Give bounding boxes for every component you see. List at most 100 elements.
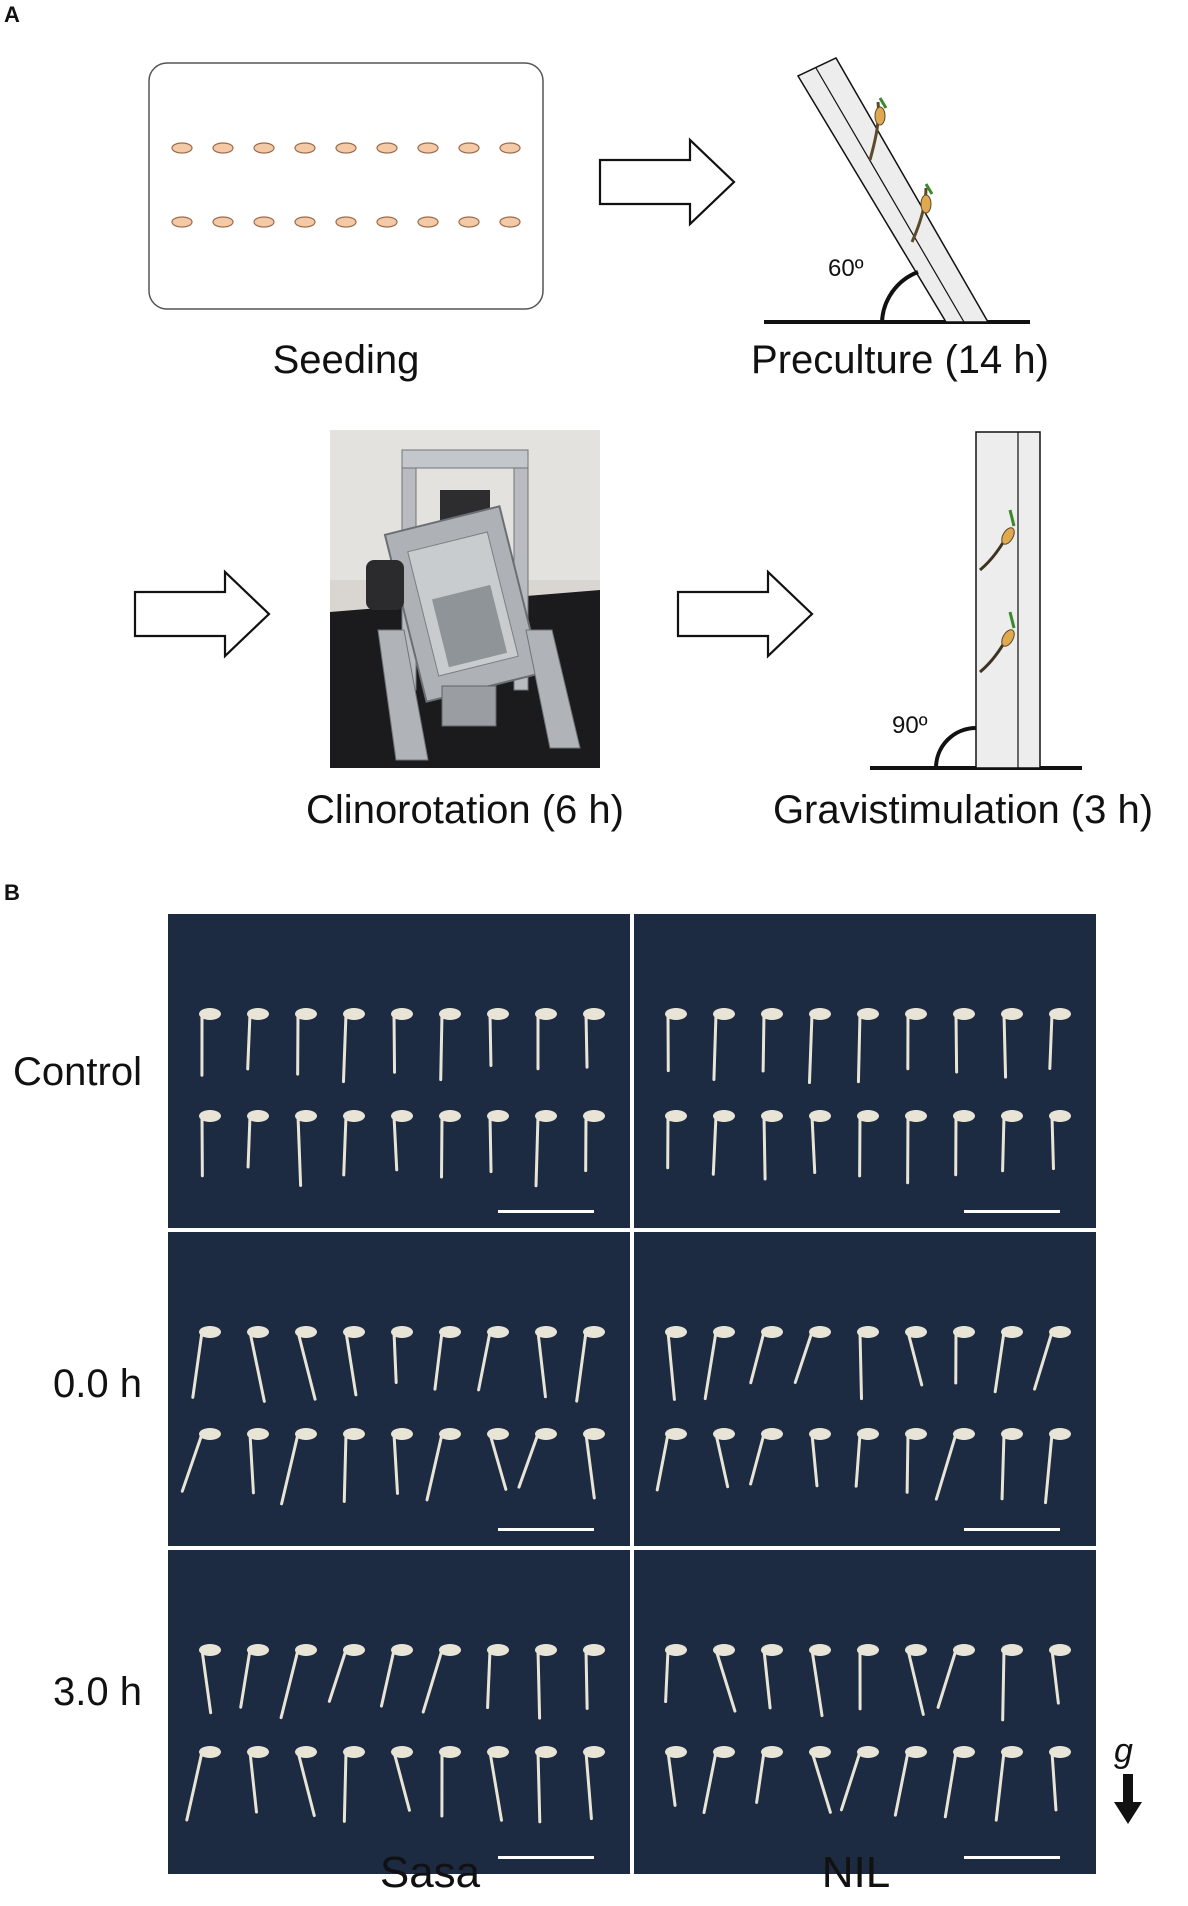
seedling-root xyxy=(1000,1432,1006,1501)
photo-control-sasa xyxy=(168,914,630,1228)
seed xyxy=(335,216,357,228)
seedling-root xyxy=(200,1648,213,1715)
seedling-seed xyxy=(953,1326,975,1338)
preculture-diagram xyxy=(764,57,1030,324)
seedling-seed xyxy=(343,1428,365,1440)
seedling-root xyxy=(934,1432,958,1501)
seedling-seed xyxy=(343,1326,365,1338)
seedling-root xyxy=(191,1330,204,1399)
seedling-root xyxy=(905,1432,910,1494)
seedling-seed xyxy=(1049,1110,1071,1122)
seedling-root xyxy=(392,1330,398,1384)
panel-a-letter: A xyxy=(4,2,20,27)
seedling-root xyxy=(1044,1432,1054,1505)
hollow-arrow-icon xyxy=(133,569,271,659)
seedling-seed xyxy=(905,1110,927,1122)
seedling-root xyxy=(296,1750,316,1818)
seedling-seed xyxy=(535,1110,557,1122)
seedling-seed xyxy=(391,1746,413,1758)
seedling-seed xyxy=(1049,1746,1071,1758)
seedling-seed xyxy=(1049,1008,1071,1020)
seeding-caption: Seeding xyxy=(272,338,420,382)
seedling-root xyxy=(575,1330,588,1403)
seedling-root xyxy=(439,1012,444,1082)
seedling-seed xyxy=(809,1008,831,1020)
seedling-root xyxy=(666,1750,677,1807)
seedling-seed xyxy=(439,1008,461,1020)
seed xyxy=(417,216,439,228)
seedling-root xyxy=(534,1114,540,1188)
seedling-seed xyxy=(535,1746,557,1758)
seedling-seed xyxy=(247,1746,269,1758)
seedling-root xyxy=(584,1432,596,1500)
seedling-seed xyxy=(535,1428,557,1440)
seedling-root xyxy=(246,1012,252,1071)
seedling-root xyxy=(839,1750,862,1812)
seedling-root xyxy=(1050,1648,1060,1705)
seedling-seed xyxy=(905,1644,927,1656)
seedling-seed xyxy=(857,1746,879,1758)
seedling-root xyxy=(703,1330,718,1401)
photo-3h-sasa xyxy=(168,1550,630,1874)
seedling-seed xyxy=(295,1110,317,1122)
seedling-seed xyxy=(857,1428,879,1440)
seed xyxy=(458,216,480,228)
clinorotation-caption: Clinorotation (6 h) xyxy=(306,788,624,832)
seedling-seed xyxy=(1049,1326,1071,1338)
row-label-control: Control xyxy=(13,1050,142,1094)
seedling-seed xyxy=(761,1110,783,1122)
seedling-root xyxy=(906,1648,925,1716)
seedling-seed xyxy=(199,1008,221,1020)
clinostat-photo xyxy=(330,430,600,768)
seedling-root xyxy=(433,1330,444,1391)
seedling-seed xyxy=(199,1326,221,1338)
seedling-seed xyxy=(1001,1008,1023,1020)
seedling-seed xyxy=(583,1008,605,1020)
gravistimulation-diagram xyxy=(870,431,1082,770)
seed xyxy=(294,216,316,228)
column-label-sasa: Sasa xyxy=(379,1848,481,1897)
seedling-root xyxy=(711,1114,718,1176)
seedling-root xyxy=(379,1648,396,1708)
seedling-seed xyxy=(953,1746,975,1758)
seedling-root xyxy=(712,1012,718,1081)
seedling-root xyxy=(1001,1114,1006,1173)
seedling-seed xyxy=(713,1110,735,1122)
seedling-seed xyxy=(439,1746,461,1758)
seedling-root xyxy=(296,1330,317,1401)
seedling-root xyxy=(810,1114,817,1174)
seedling-root xyxy=(392,1012,397,1074)
seedling-seed xyxy=(761,1326,783,1338)
seedling-root xyxy=(536,1648,542,1720)
seedling-root xyxy=(810,1750,832,1814)
seedling-seed xyxy=(487,1746,509,1758)
seedling-root xyxy=(810,1648,824,1718)
seedling-seed xyxy=(487,1110,509,1122)
seedling-seed xyxy=(857,1110,879,1122)
seedling-root xyxy=(1050,1750,1058,1812)
seedling-seed xyxy=(295,1644,317,1656)
seedling-seed xyxy=(665,1008,687,1020)
seedling-seed xyxy=(439,1644,461,1656)
seedling-seed xyxy=(535,1644,557,1656)
seedling-seed xyxy=(809,1326,831,1338)
seedling-seed xyxy=(857,1008,879,1020)
seedling-root xyxy=(856,1012,862,1084)
seedling-root xyxy=(296,1114,303,1187)
seedling-seed xyxy=(713,1008,735,1020)
seedling-seed xyxy=(809,1428,831,1440)
seed xyxy=(458,142,480,154)
seedling-root xyxy=(248,1432,255,1495)
seed xyxy=(294,142,316,154)
seedling-seed xyxy=(809,1746,831,1758)
gravity-arrow-icon xyxy=(1114,1774,1142,1824)
seedling-root xyxy=(342,1432,348,1503)
hollow-arrow-icon xyxy=(598,137,736,227)
seedling-root xyxy=(762,1648,772,1710)
seedling-seed xyxy=(809,1644,831,1656)
seedling-seed xyxy=(665,1428,687,1440)
seedling-root xyxy=(943,1750,958,1819)
seedling-seed xyxy=(247,1110,269,1122)
seedling-root xyxy=(993,1330,1006,1394)
seedling-root xyxy=(344,1330,358,1397)
